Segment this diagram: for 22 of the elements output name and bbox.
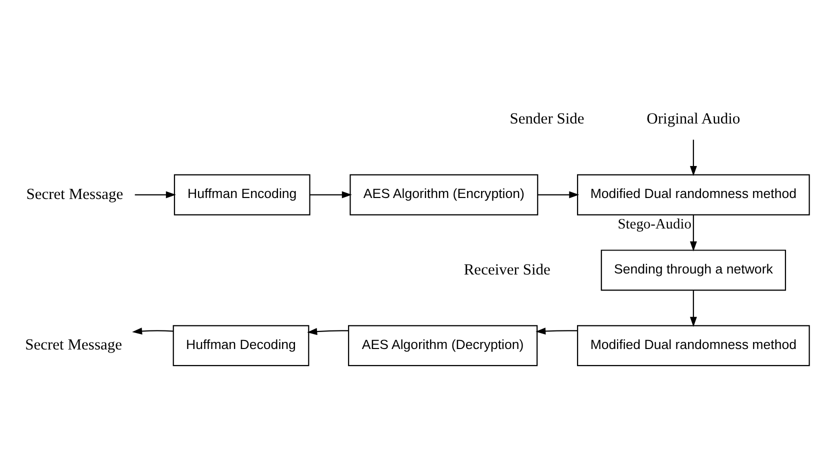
node-box: Huffman Encoding xyxy=(174,174,310,216)
node-box: Sending through a network xyxy=(600,250,786,291)
node-text: Original Audio xyxy=(646,110,740,128)
edge-label: Stego-Audio xyxy=(618,216,692,233)
node-box: AES Algorithm (Encryption) xyxy=(350,174,538,216)
node-box: Huffman Decoding xyxy=(172,325,310,366)
arrow xyxy=(134,191,176,198)
arrow xyxy=(690,215,697,252)
arrow xyxy=(536,328,578,335)
arrow xyxy=(310,191,352,198)
arrow xyxy=(538,191,580,198)
arrow xyxy=(307,328,348,336)
arrow xyxy=(690,290,697,327)
arrow xyxy=(690,140,697,176)
label: Receiver Side xyxy=(464,261,550,278)
node-box: AES Algorithm (Decryption) xyxy=(348,325,538,366)
node-box: Modified Dual randomness method xyxy=(577,174,810,216)
node-text: Secret Message xyxy=(25,336,122,354)
node-text: Secret Message xyxy=(26,186,124,203)
arrow xyxy=(132,328,174,335)
node-box: Modified Dual randomness method xyxy=(577,325,810,366)
label: Sender Side xyxy=(510,110,584,128)
